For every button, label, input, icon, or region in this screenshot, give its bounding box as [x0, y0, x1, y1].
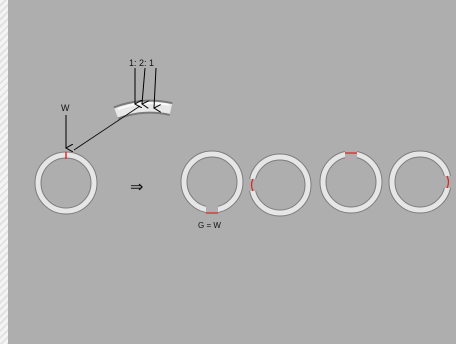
- ratio-label: 1: 2: 1: [129, 58, 154, 68]
- ring-gap-bottom: [180, 150, 244, 215]
- width-label: W: [61, 103, 70, 113]
- gap-equals-width-label: G = W: [198, 221, 221, 230]
- gap-mark: [446, 175, 450, 189]
- magnify-leader-line: [73, 105, 141, 151]
- ring-gap-right: [388, 150, 453, 214]
- source-ring: [34, 151, 98, 215]
- ratio-arrow-2: [142, 67, 145, 104]
- diagram-panel: 1: 2: 1 W ⇒ G = W: [8, 0, 456, 344]
- ratio-arrow-3: [154, 67, 156, 108]
- magnified-ring-segment: [113, 99, 173, 120]
- implies-arrow: ⇒: [130, 179, 143, 196]
- ring-gap-left: [247, 153, 312, 217]
- diagram-canvas: 1: 2: 1 W ⇒ G = W: [34, 58, 453, 230]
- gap-mark: [250, 178, 254, 192]
- ring-gap-top: [319, 148, 383, 214]
